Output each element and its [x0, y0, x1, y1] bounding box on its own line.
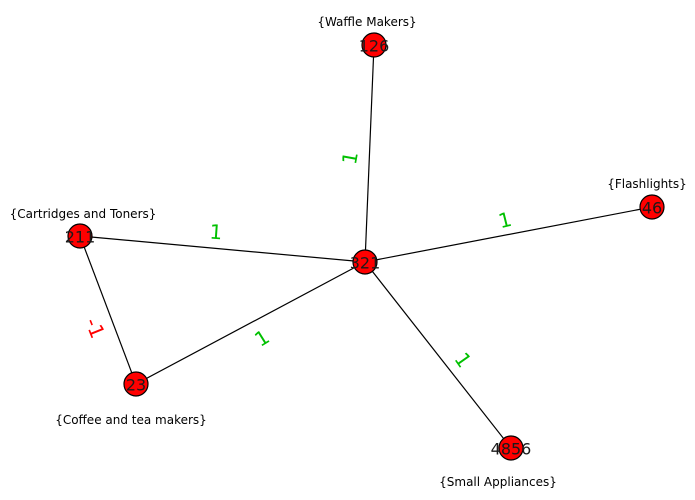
- edge-321-126: [364, 44, 375, 263]
- edge-weight-label: -1: [80, 314, 110, 341]
- node-category-label: {Coffee and tea makers}: [55, 413, 207, 427]
- node-id-label: 4856: [491, 440, 532, 459]
- node-circle[interactable]: [639, 194, 665, 220]
- node-circle[interactable]: [498, 435, 524, 461]
- node-321[interactable]: 321: [350, 249, 381, 275]
- node-circle[interactable]: [67, 223, 93, 249]
- edge-weight-label: 1: [337, 150, 363, 167]
- edge-weight-label: 1: [250, 324, 274, 351]
- edge-321-46: [364, 206, 653, 263]
- node-circle[interactable]: [352, 249, 378, 275]
- node-126[interactable]: 126 {Waffle Makers}: [317, 15, 417, 58]
- node-circle[interactable]: [123, 371, 149, 397]
- edge-321-4856: [364, 261, 512, 449]
- edge-weight-label: 1: [450, 348, 477, 372]
- edge-labels-layer: 1 1 1 1 1 -1: [80, 150, 514, 372]
- node-id-label: 46: [642, 199, 662, 218]
- node-4856[interactable]: 4856 {Small Appliances}: [439, 435, 557, 489]
- node-category-label: {Small Appliances}: [439, 475, 557, 489]
- node-id-label: 211: [65, 228, 96, 247]
- nodes-layer: 321 126 {Waffle Makers} 46 {Flashlights} 211 {…: [10, 15, 687, 489]
- edge-weight-label: 1: [209, 220, 223, 245]
- edge-321-23: [135, 261, 366, 385]
- node-id-label: 321: [350, 254, 381, 273]
- node-211[interactable]: 211 {Cartridges and Toners}: [10, 207, 157, 249]
- node-category-label: {Flashlights}: [607, 177, 687, 191]
- node-circle[interactable]: [361, 32, 387, 58]
- edges-layer: [79, 44, 653, 449]
- node-23[interactable]: 23 {Coffee and tea makers}: [55, 371, 207, 427]
- node-id-label: 23: [126, 376, 146, 395]
- node-id-label: 126: [359, 37, 390, 56]
- node-46[interactable]: 46 {Flashlights}: [607, 177, 687, 220]
- edge-321-211: [79, 235, 366, 263]
- node-category-label: {Waffle Makers}: [317, 15, 416, 29]
- node-category-label: {Cartridges and Toners}: [10, 207, 157, 221]
- edge-211-23: [79, 235, 137, 385]
- edge-weight-label: 1: [496, 207, 514, 233]
